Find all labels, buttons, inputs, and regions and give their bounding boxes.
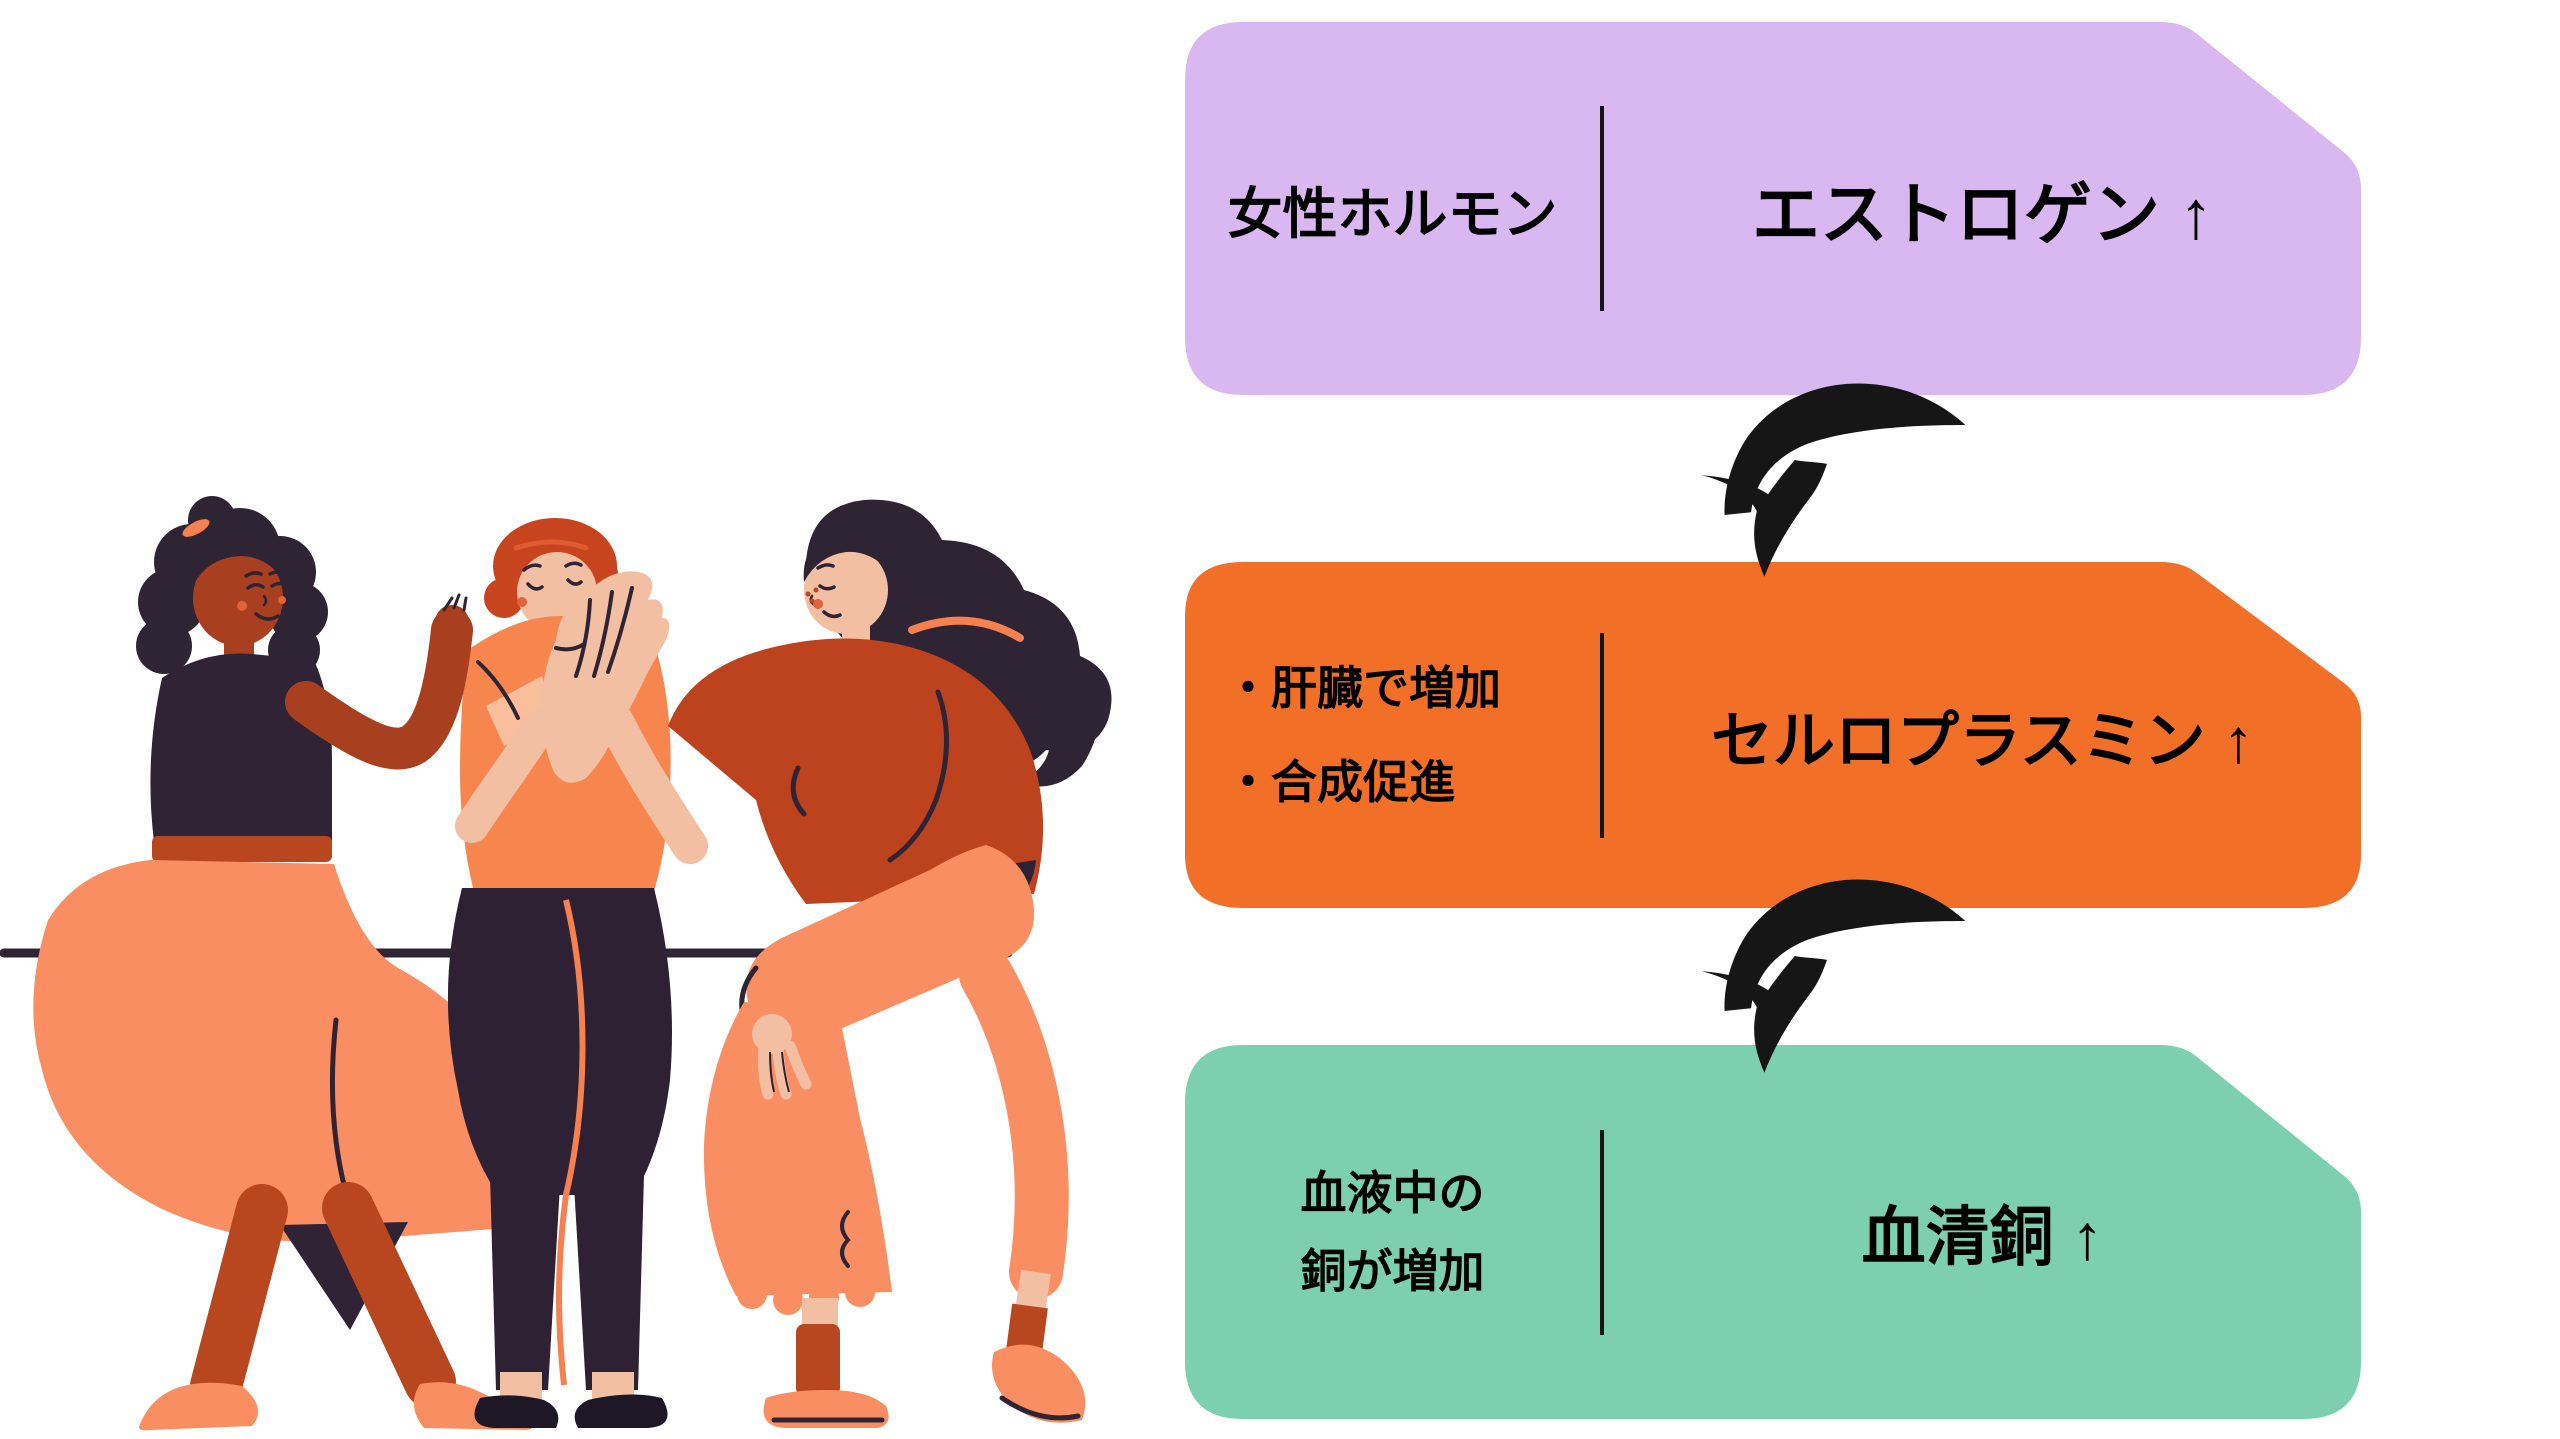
step-label: 血液中の 銅が増加 xyxy=(1185,1154,1600,1310)
women-illustration xyxy=(0,496,1112,1431)
face-left xyxy=(244,570,288,621)
comforting-arm xyxy=(285,593,473,770)
step-value: 血清銅 ↑ xyxy=(1861,1201,2104,1273)
divider-line xyxy=(1600,106,1604,311)
step-label: ・肝臓で増加 ・合成促進 xyxy=(1185,641,1600,830)
step-value: セルロプラスミン ↑ xyxy=(1711,707,2254,776)
divider-line xyxy=(1600,1129,1604,1335)
face-right xyxy=(809,563,842,619)
woman-left xyxy=(33,496,532,1431)
step-label-line: ・合成促進 xyxy=(1225,756,1455,808)
woman-right xyxy=(668,499,1112,1428)
step-value: エストロゲン ↑ xyxy=(1752,177,2213,253)
step-label: 女性ホルモン xyxy=(1185,169,1600,249)
flow-step-ceruloplasmin: ・肝臓で増加 ・合成促進 セルロプラスミン ↑ xyxy=(1185,562,2361,908)
step-label-line: 血液中の xyxy=(1300,1166,1485,1219)
flow-step-estrogen: 女性ホルモン エストロゲン ↑ xyxy=(1185,22,2361,395)
face-middle-sad xyxy=(522,561,583,591)
down-arrow-icon xyxy=(1701,879,1966,1073)
down-arrow-icon xyxy=(1701,383,1966,577)
divider-line xyxy=(1600,632,1604,838)
step-label-line: ・肝臓で増加 xyxy=(1225,661,1501,714)
crying-hands xyxy=(455,571,708,864)
flow-step-serum-copper: 血液中の 銅が増加 血清銅 ↑ xyxy=(1185,1045,2361,1419)
step-label-line: 銅が増加 xyxy=(1300,1245,1485,1297)
step-label-line: 女性ホルモン xyxy=(1227,182,1558,245)
